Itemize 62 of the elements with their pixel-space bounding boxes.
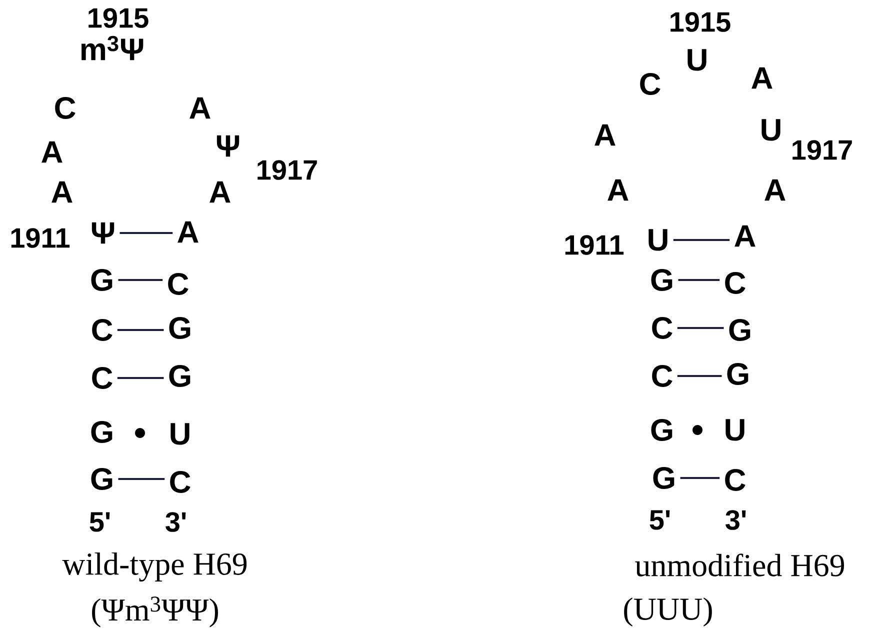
nucleotide: G: [91, 269, 112, 291]
base-pair-line: [677, 327, 724, 329]
caption: (Ψm$^{3}$ΨΨ): [92, 596, 218, 628]
nucleotide: G: [91, 421, 112, 443]
strand-end-label: 3': [166, 512, 186, 532]
nucleotide: C: [640, 73, 660, 95]
nucleotide: U: [726, 419, 744, 441]
nucleotide: U: [688, 49, 706, 71]
nucleotide: A: [752, 67, 772, 89]
base-pair-line: [673, 239, 730, 241]
nucleotide: G: [651, 269, 672, 291]
nucleotide: Ψ: [92, 222, 114, 244]
caption: (UUU): [624, 598, 712, 626]
nucleotide: C: [92, 319, 112, 341]
nucleotide: C: [92, 367, 112, 389]
nucleotide: A: [734, 225, 756, 247]
nucleotide: A: [764, 179, 786, 201]
nucleotide: G: [727, 363, 748, 385]
nucleotide: G: [651, 419, 672, 441]
nucleotide: G: [729, 319, 750, 341]
position-number: 1911: [565, 235, 624, 255]
nucleotide: A: [210, 181, 230, 203]
nucleotide: U: [762, 119, 780, 141]
base-pair-line: [678, 279, 720, 281]
nucleotide: G: [169, 365, 190, 387]
base-pair-line: [118, 478, 165, 480]
nucleotide: A: [178, 221, 198, 243]
nucleotide: G: [169, 317, 190, 339]
base-pair-line: [677, 375, 722, 377]
nucleotide: U: [170, 423, 190, 445]
nucleotide: A: [594, 124, 616, 146]
base-pair-line: [117, 329, 164, 331]
nucleotide: G: [91, 468, 112, 490]
nucleotide: G: [653, 467, 674, 489]
nucleotide: C: [652, 365, 672, 387]
base-pair-line: [680, 477, 720, 479]
nucleotide: m$^{3}$Ψ: [81, 36, 144, 60]
base-pair-line: [120, 232, 173, 234]
caption: wild-type H69: [62, 552, 247, 582]
nucleotide: A: [608, 179, 628, 201]
nucleotide: A: [52, 181, 72, 203]
nucleotide: A: [190, 97, 210, 119]
nucleotide: C: [168, 273, 188, 295]
position-number: 1917: [792, 140, 852, 160]
strand-end-label: 5': [650, 510, 670, 530]
position-number: 1915: [670, 12, 730, 32]
nucleotide: C: [170, 471, 190, 493]
nucleotide: C: [725, 469, 746, 491]
position-number: 1911: [11, 228, 70, 248]
position-number: 1915: [88, 8, 148, 28]
nucleotide: Ψ: [216, 135, 240, 157]
nucleotide: U: [648, 229, 668, 251]
nucleotide: C: [55, 97, 76, 119]
nucleotide: A: [42, 141, 62, 163]
strand-end-label: 3': [726, 510, 746, 530]
nucleotide: C: [652, 317, 672, 339]
base-pair-line: [118, 279, 163, 281]
position-number: 1917: [258, 160, 317, 180]
nucleotide: C: [725, 272, 746, 294]
strand-end-label: 5': [90, 512, 110, 532]
base-pair-line: [117, 377, 164, 379]
caption: unmodified H69: [635, 554, 844, 576]
